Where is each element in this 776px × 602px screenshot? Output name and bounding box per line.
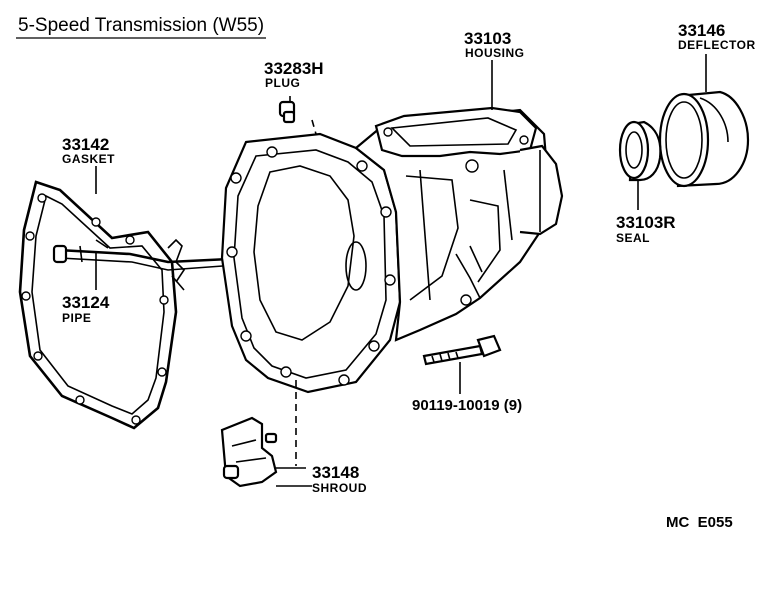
pipe-number: 33124 bbox=[62, 293, 110, 312]
plug-drawing bbox=[278, 100, 296, 124]
housing-number: 33103 bbox=[464, 29, 511, 48]
shroud-name: SHROUD bbox=[312, 481, 367, 495]
bolt-drawing bbox=[422, 334, 502, 366]
deflector-number: 33146 bbox=[678, 21, 725, 40]
gasket-drawing bbox=[18, 180, 178, 430]
deflector-drawing bbox=[658, 90, 750, 188]
diagram-title: 5-Speed Transmission (W55) bbox=[18, 15, 264, 36]
pipe-drawing bbox=[52, 238, 251, 291]
diagram-code: MC E055 bbox=[666, 514, 733, 531]
gasket-number: 33142 bbox=[62, 135, 109, 154]
plug-name: PLUG bbox=[265, 76, 300, 90]
shroud-drawing bbox=[220, 416, 278, 488]
pipe-name: PIPE bbox=[62, 311, 91, 325]
seal-drawing bbox=[618, 120, 662, 182]
seal-number: 33103R bbox=[616, 213, 676, 232]
gasket-name: GASKET bbox=[62, 152, 115, 166]
deflector-name: DEFLECTOR bbox=[678, 38, 756, 52]
plug-number: 33283H bbox=[264, 59, 324, 78]
shroud-number: 33148 bbox=[312, 463, 359, 482]
bolt-number: 90119-10019 (9) bbox=[412, 397, 522, 414]
housing-drawing bbox=[220, 106, 564, 394]
seal-name: SEAL bbox=[616, 231, 650, 245]
housing-name: HOUSING bbox=[465, 46, 525, 60]
